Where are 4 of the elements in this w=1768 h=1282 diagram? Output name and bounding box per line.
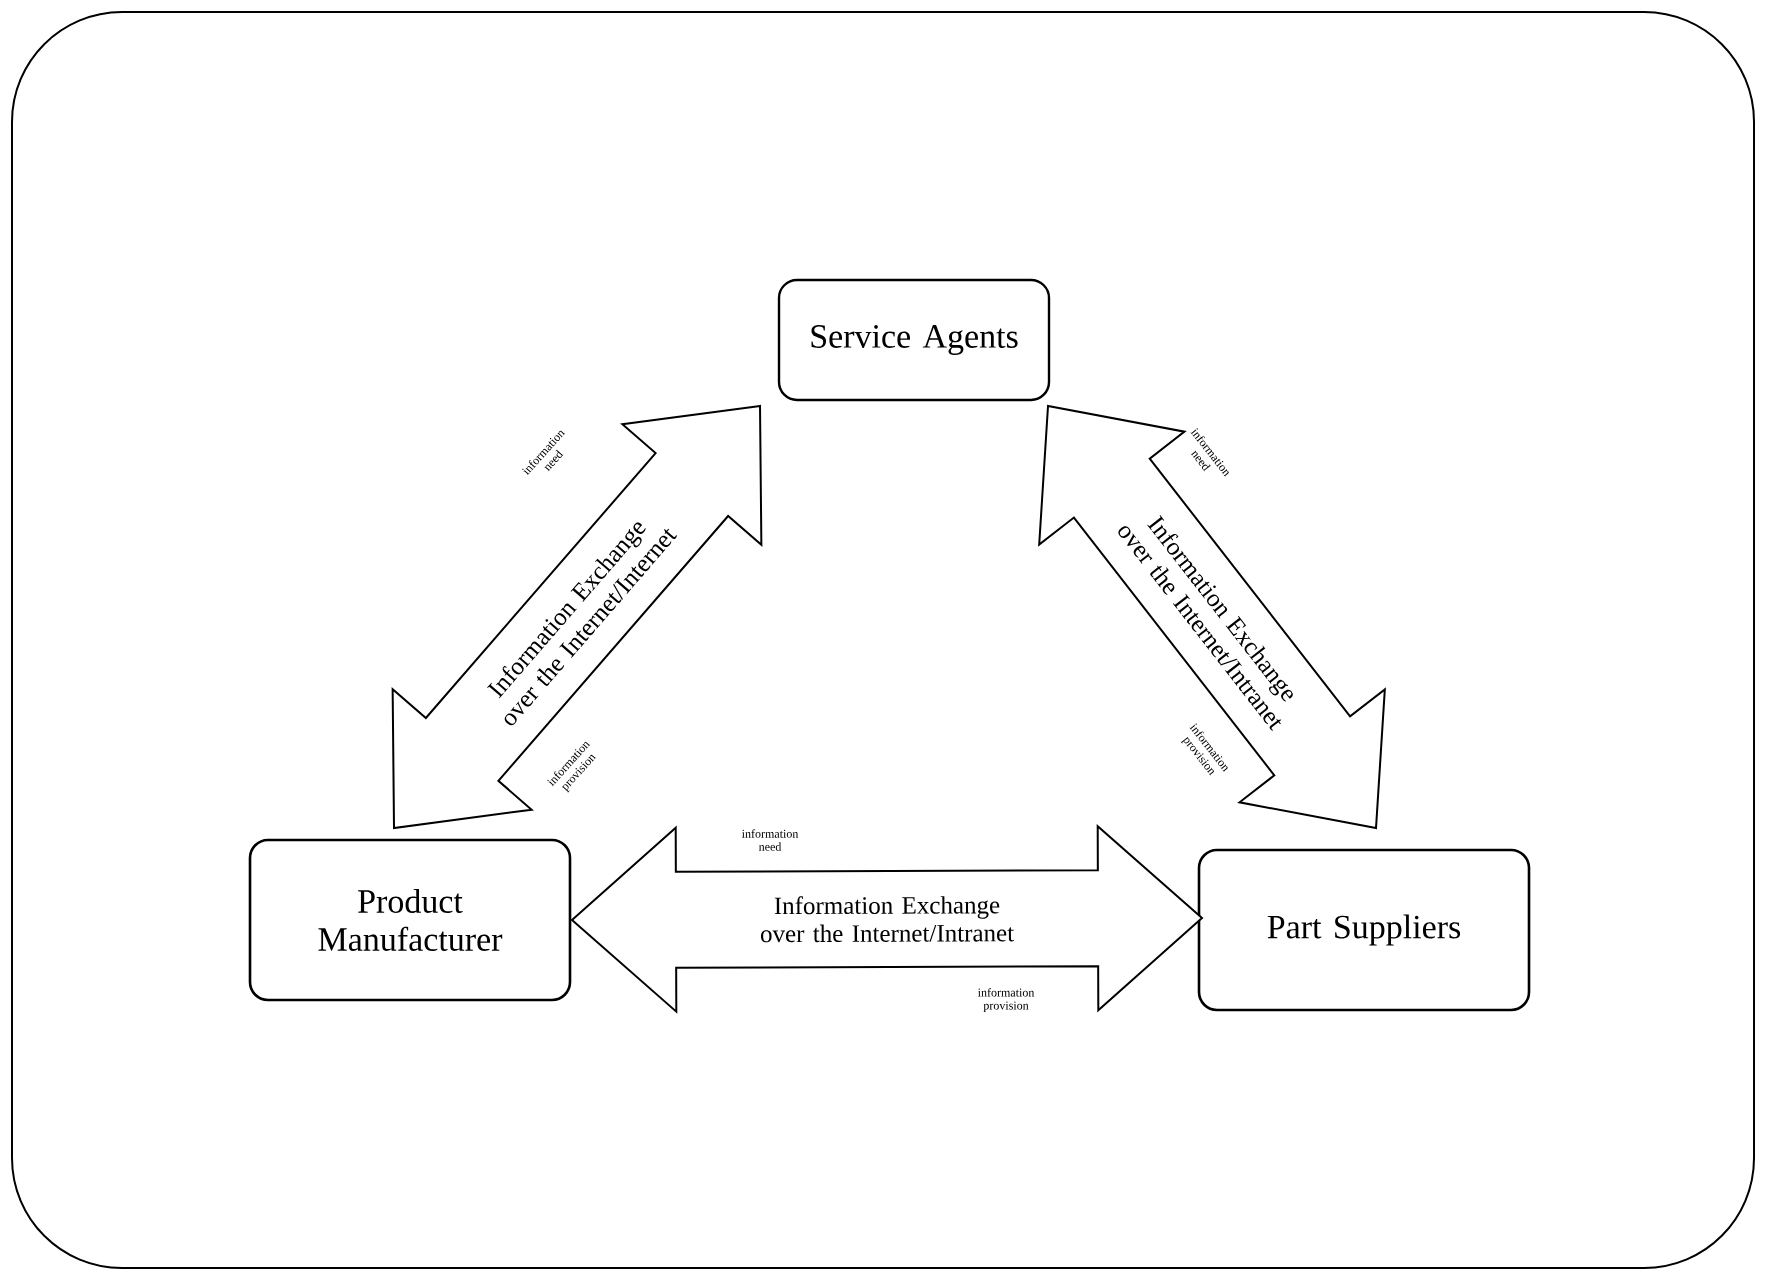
edge-label: Information Exchange over the Internet/Intranet [761, 896, 1014, 943]
entity-box: Service Agents [777, 278, 1051, 402]
entity-box: Product Manufacturer [248, 838, 572, 1002]
entity-box: Part Suppliers [1197, 848, 1531, 1012]
